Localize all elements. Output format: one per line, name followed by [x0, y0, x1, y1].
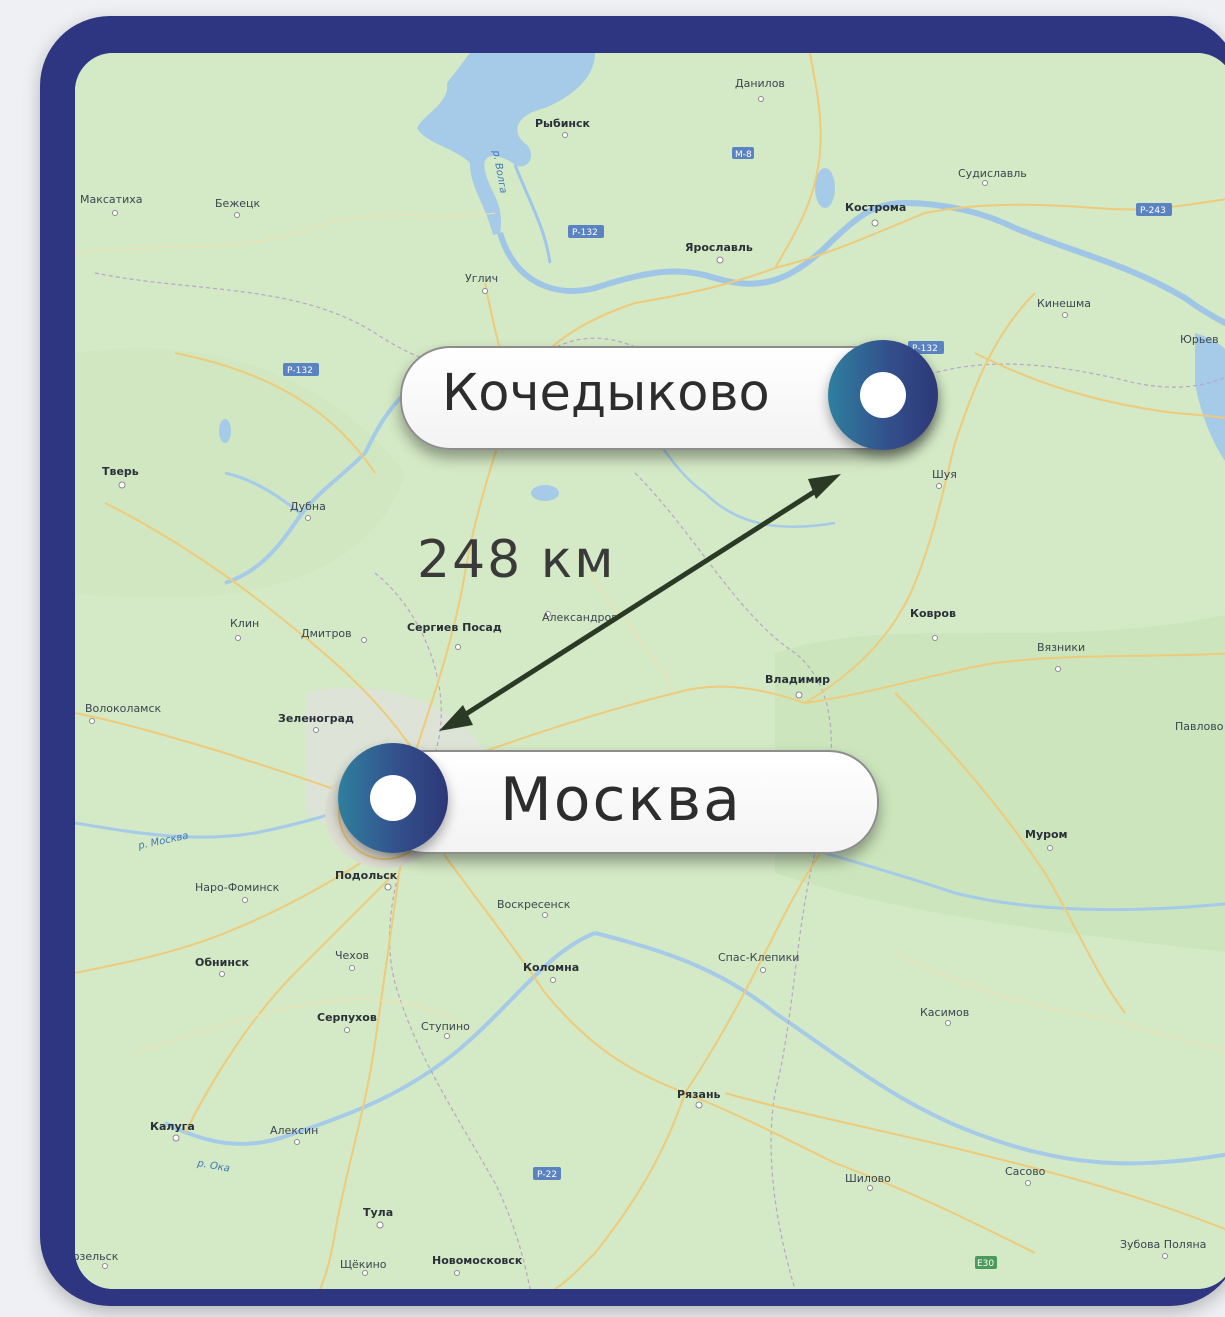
- city-label: Кинешма: [1037, 297, 1091, 310]
- map-view[interactable]: М-8 Р-132 Р-132 Р-243 Р-132 Р-22 E30 р. …: [75, 53, 1225, 1289]
- city-label: Сасово: [1005, 1165, 1046, 1178]
- road-shield-label: Р-132: [287, 366, 313, 376]
- city-label: Обнинск: [195, 956, 249, 969]
- city-label: Новомосковск: [432, 1254, 523, 1267]
- road-shield-label: Р-132: [572, 228, 598, 238]
- city-label: Шилово: [845, 1172, 891, 1185]
- city-label: Тверь: [102, 465, 139, 478]
- city-label: Владимир: [765, 673, 830, 686]
- city-label: Наро-Фоминск: [195, 881, 280, 894]
- city-label: Серпухов: [317, 1011, 377, 1024]
- city-label: Коломна: [523, 961, 579, 974]
- distance-arrow: [439, 474, 841, 731]
- city-label: Воскресенск: [497, 898, 571, 911]
- city-label: Судиславль: [958, 167, 1027, 180]
- city-label: Данилов: [735, 77, 785, 90]
- road-shield-label: Р-132: [912, 344, 938, 354]
- destination-label: Москва: [500, 765, 742, 835]
- city-label: Александров: [542, 611, 618, 624]
- city-label: Максатиха: [80, 193, 142, 206]
- road-shield-label: Р-22: [537, 1170, 557, 1180]
- city-label: Ярославль: [685, 241, 753, 254]
- city-labels: Данилов Рыбинск Максатиха Бежецк Судисла…: [75, 77, 1224, 1271]
- city-label: Волоколамск: [85, 702, 162, 715]
- city-label: Ступино: [421, 1020, 470, 1033]
- city-label: Дмитров: [301, 627, 352, 640]
- pin-dot: [370, 775, 416, 821]
- origin-label: Кочедыково: [442, 364, 770, 423]
- city-label: Дубна: [290, 500, 326, 513]
- map-canvas: М-8 Р-132 Р-132 Р-243 Р-132 Р-22 E30 р. …: [75, 53, 1225, 1289]
- city-label: Чехов: [335, 949, 369, 962]
- road-shield: Р-243: [1136, 203, 1172, 216]
- city-label: Сергиев Посад: [407, 621, 502, 634]
- city-label: Вязники: [1037, 641, 1085, 654]
- pin-dot: [860, 372, 906, 418]
- city-label: Клин: [230, 617, 259, 630]
- city-label: Павлово: [1175, 720, 1224, 733]
- reservoir: [417, 53, 595, 235]
- road-shield: Р-132: [283, 363, 319, 376]
- city-label: Алексин: [270, 1124, 318, 1137]
- city-label: Муром: [1025, 828, 1068, 841]
- road-shield: E30: [975, 1256, 997, 1269]
- city-label: Рыбинск: [535, 117, 591, 130]
- origin-pin-icon[interactable]: [828, 340, 938, 450]
- city-label: Углич: [465, 272, 498, 285]
- city-label: Касимов: [920, 1006, 969, 1019]
- distance-label: 248 км: [417, 530, 616, 590]
- city-label: Подольск: [335, 869, 398, 882]
- destination-pill[interactable]: [375, 750, 879, 854]
- city-label: Зубова Поляна: [1120, 1238, 1206, 1251]
- road-shield: Р-132: [568, 225, 604, 238]
- city-label: Щёкино: [340, 1258, 387, 1271]
- city-label: Шуя: [932, 468, 957, 481]
- road-shield: М-8: [732, 147, 754, 160]
- city-label: Бежецк: [215, 197, 260, 210]
- road-shield: Р-132: [908, 341, 944, 354]
- road-shield: Р-22: [533, 1167, 561, 1180]
- road-shield-label: М-8: [735, 150, 752, 160]
- city-label: Спас-Клепики: [718, 951, 799, 964]
- city-label: Рязань: [677, 1088, 721, 1101]
- city-label: Козельск: [75, 1250, 119, 1263]
- city-label: Зеленоград: [278, 712, 354, 725]
- city-label: Тула: [363, 1206, 393, 1219]
- city-label: Калуга: [150, 1120, 195, 1133]
- city-label: Юрьев: [1180, 333, 1219, 346]
- city-label: Ковров: [910, 607, 956, 620]
- road-shield-label: Р-243: [1140, 206, 1166, 216]
- volga: [497, 199, 1225, 327]
- city-label: Кострома: [845, 201, 906, 214]
- road-shield-label: E30: [977, 1259, 994, 1269]
- destination-pin-icon[interactable]: [338, 743, 448, 853]
